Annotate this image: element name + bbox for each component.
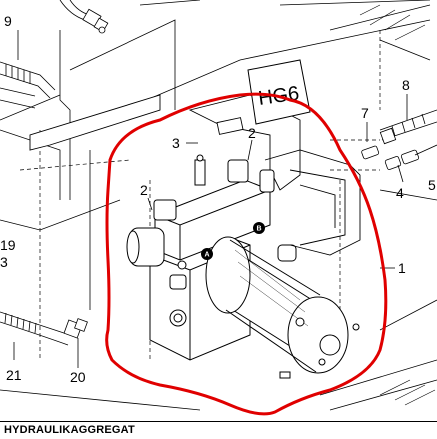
callout-9: 9 [4, 13, 12, 29]
callout-4: 4 [396, 185, 404, 201]
callout-19-sub: 3 [0, 254, 8, 270]
figure-caption: HYDRAULIKAGGREGAT [4, 424, 135, 436]
hose-lower-left [0, 311, 88, 346]
hatching [359, 4, 436, 406]
hydraulic-unit-drawing: HG6 [0, 0, 437, 416]
callout-3: 3 [172, 135, 180, 151]
highlight-outline [105, 92, 388, 416]
callout-5: 5 [428, 177, 436, 193]
callout-21: 21 [6, 367, 22, 383]
callout-2-left: 2 [140, 182, 148, 198]
port-marker-a: A [201, 248, 213, 260]
callout-numbers: 9 3 2 2 7 8 4 5 1 19 3 21 20 [0, 13, 436, 385]
callout-2-top: 2 [248, 125, 256, 141]
fittings-top [59, 0, 109, 34]
fittings-right [361, 109, 437, 170]
leader-lines [13, 30, 408, 368]
port-label-b: B [257, 226, 262, 233]
label-plate: HG6 [247, 59, 311, 125]
caption-divider [0, 421, 437, 422]
callout-8: 8 [402, 77, 410, 93]
callout-20: 20 [70, 369, 86, 385]
reservoir [264, 149, 361, 256]
callout-1: 1 [398, 260, 406, 276]
port-label-a: A [205, 252, 210, 259]
port-marker-b: B [253, 222, 265, 234]
directional-valve [126, 154, 275, 267]
callout-19: 19 [0, 237, 16, 253]
hose-upper-left [0, 61, 56, 109]
electric-motor [205, 236, 360, 379]
callout-7: 7 [361, 105, 369, 121]
